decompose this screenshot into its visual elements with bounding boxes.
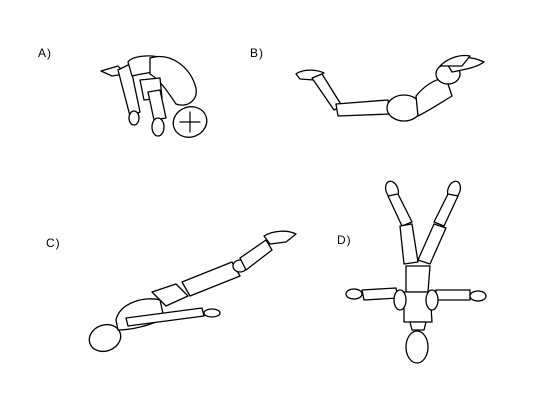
figure-d-right-shin	[433, 193, 459, 227]
figure-c-shin	[239, 239, 273, 271]
figure-c-thigh	[181, 261, 241, 297]
figure-d-right-shoulder	[425, 289, 439, 311]
figure-c-arm	[125, 307, 205, 327]
figure-d-head	[405, 330, 429, 364]
figure-b-leg2	[439, 54, 471, 67]
panel-c-label: C)	[46, 236, 61, 250]
panel-b-label: B)	[250, 46, 264, 60]
figure-d-right-forearm	[435, 289, 471, 301]
figure-c-pelvis	[151, 283, 189, 307]
figure-c-layout-position	[88, 230, 297, 353]
figure-d-pelvis	[405, 265, 431, 293]
figure-a-tuck-position	[100, 55, 208, 138]
figure-d-left-thigh	[399, 223, 419, 265]
panel-d-label: D)	[337, 233, 352, 247]
figure-a-torso	[149, 56, 197, 106]
figure-b-pike-position	[295, 54, 485, 122]
figure-d-torso	[403, 291, 433, 323]
panel-a-label: A)	[38, 46, 52, 60]
figure-d-left-shin	[387, 193, 413, 227]
figure-a-hand	[151, 117, 165, 137]
figure-b-torso	[415, 77, 453, 117]
figure-a-knee	[128, 110, 140, 126]
figure-c-head	[88, 323, 122, 353]
figure-a-shin	[117, 63, 141, 117]
figure-d-right-hand	[469, 290, 487, 302]
figure-d-straddle-position	[345, 180, 487, 364]
figure-b-upper-arm	[335, 99, 391, 117]
figure-d-left-hand	[345, 288, 363, 300]
figure-c-feet	[263, 230, 297, 245]
figure-a-upper-arm	[147, 89, 167, 121]
figure-d-left-forearm	[361, 287, 399, 301]
figure-c-hand	[203, 308, 221, 318]
figure-d-neck	[409, 321, 427, 331]
figure-d-right-thigh	[417, 223, 447, 265]
figure-d-left-shoulder	[393, 289, 407, 311]
